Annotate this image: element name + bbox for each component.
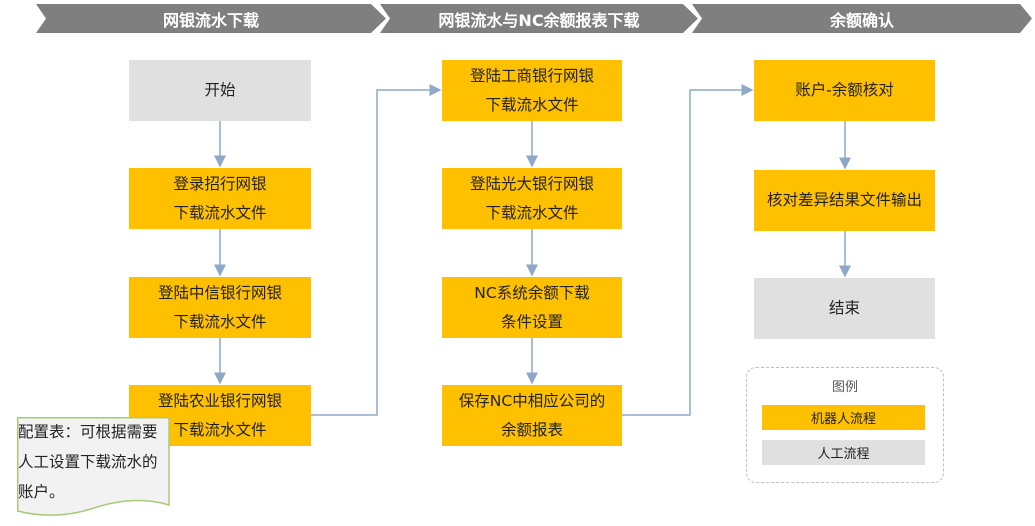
step-label: 余额报表 — [500, 420, 563, 439]
step-nc-conditions: NC系统余额下载条件设置 — [442, 277, 622, 338]
legend-title: 图例 — [831, 380, 858, 395]
step-label: 登陆工商银行网银 — [469, 66, 594, 85]
step-label: 登录招行网银 — [173, 174, 267, 193]
step-label: NC系统余额下载 — [474, 283, 590, 302]
step-end: 结束 — [754, 278, 935, 339]
step-nc-save-report: 保存NC中相应公司的余额报表 — [442, 385, 622, 446]
legend: 图例 机器人流程 人工流程 — [746, 367, 944, 483]
step-label: 下载流水文件 — [485, 203, 579, 222]
note-text: 配置表：可根据需要人工设置下载流水的账户。 — [18, 423, 158, 501]
step-label: 保存NC中相应公司的 — [458, 391, 606, 410]
config-note: 配置表：可根据需要人工设置下载流水的账户。 — [17, 417, 170, 517]
stage-header-download: 网银流水下载 — [36, 4, 386, 33]
legend-robot: 机器人流程 — [762, 405, 925, 430]
step-ceb-download: 登陆光大银行网银下载流水文件 — [442, 168, 622, 229]
step-start: 开始 — [129, 60, 311, 121]
step-label: 登陆光大银行网银 — [469, 174, 594, 193]
step-balance-check: 账户-余额核对 — [754, 60, 935, 121]
step-label: 下载流水文件 — [485, 95, 579, 114]
step-label: 下载流水文件 — [173, 420, 267, 439]
step-label: 登陆农业银行网银 — [157, 391, 282, 410]
step-label: 开始 — [204, 81, 236, 99]
arrow — [311, 84, 442, 416]
step-cmb-download: 登录招行网银下载流水文件 — [129, 168, 311, 229]
stage-header-report: 网银流水与NC余额报表下载 — [380, 4, 698, 33]
legend-manual: 人工流程 — [762, 440, 925, 465]
stage-header-confirm: 余额确认 — [692, 4, 1032, 33]
step-icbc-download: 登陆工商银行网银下载流水文件 — [442, 60, 622, 121]
step-label: 结束 — [828, 299, 860, 317]
step-label: 条件设置 — [500, 312, 563, 331]
step-diff-output: 核对差异结果文件输出 — [754, 170, 935, 231]
arrow — [622, 84, 754, 416]
step-citic-download: 登陆中信银行网银下载流水文件 — [129, 277, 311, 338]
step-label: 下载流水文件 — [173, 312, 267, 331]
step-label: 账户-余额核对 — [795, 81, 894, 99]
step-label: 登陆中信银行网银 — [157, 283, 282, 302]
step-label: 下载流水文件 — [173, 203, 267, 222]
note-shape — [17, 417, 170, 516]
step-label: 核对差异结果文件输出 — [766, 191, 922, 209]
